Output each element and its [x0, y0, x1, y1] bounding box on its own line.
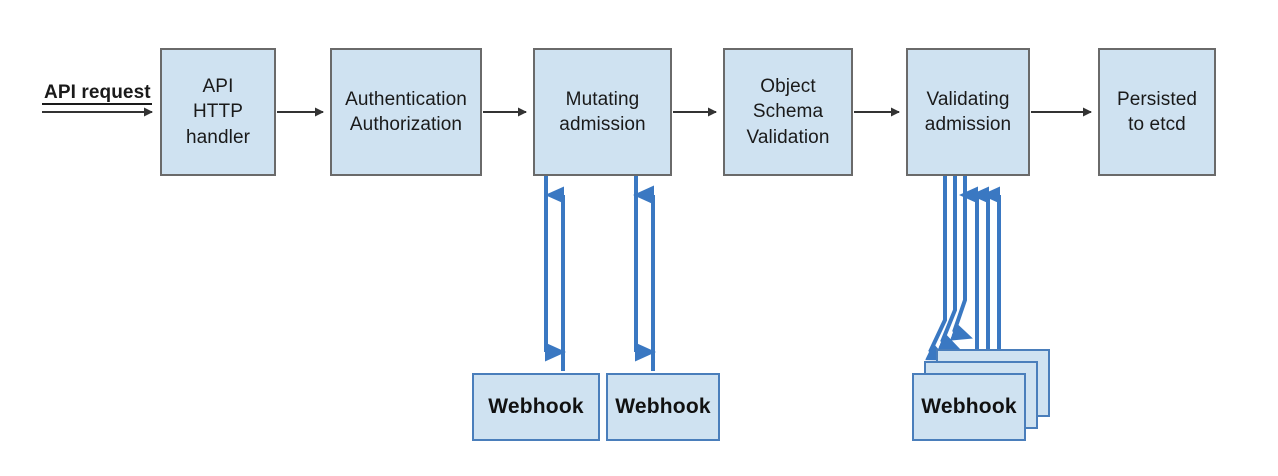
webhook-call-validating-3 [949, 176, 973, 341]
process-box-persisted-to-etcd[interactable]: Persisted to etcd [1098, 48, 1216, 176]
entry-label: API request [44, 82, 151, 103]
process-box-mutating-admission[interactable]: Mutating admission [533, 48, 672, 176]
webhook-label-mutating-1: Webhook [488, 395, 584, 418]
process-box-authentication-authorization[interactable]: Authentication Authorization [330, 48, 482, 176]
webhook-label-validating: Webhook [921, 395, 1017, 418]
webhook-call-validating-2 [937, 176, 961, 351]
process-label-validating-admission: Validating admission [924, 88, 1012, 135]
webhook-label-mutating-2: Webhook [615, 395, 711, 418]
webhook-box-validating-front[interactable]: Webhook [912, 373, 1026, 441]
process-box-object-schema-validation[interactable]: Object Schema Validation [723, 48, 853, 176]
webhook-box-mutating-1[interactable]: Webhook [472, 373, 600, 441]
webhook-call-validating-1 [925, 176, 949, 361]
process-label-authentication-authorization: Authentication Authorization [345, 88, 467, 135]
process-label-mutating-admission: Mutating admission [559, 88, 646, 135]
process-box-api-http-handler[interactable]: API HTTP handler [160, 48, 276, 176]
webhook-box-mutating-2[interactable]: Webhook [606, 373, 720, 441]
webhook-call-mutating-1 [544, 176, 566, 371]
process-label-persisted-to-etcd: Persisted to etcd [1116, 88, 1198, 135]
webhook-call-mutating-2 [633, 176, 656, 371]
process-label-object-schema-validation: Object Schema Validation [746, 76, 830, 148]
process-box-validating-admission[interactable]: Validating admission [906, 48, 1030, 176]
process-label-api-http-handler: API HTTP handler [185, 76, 251, 148]
